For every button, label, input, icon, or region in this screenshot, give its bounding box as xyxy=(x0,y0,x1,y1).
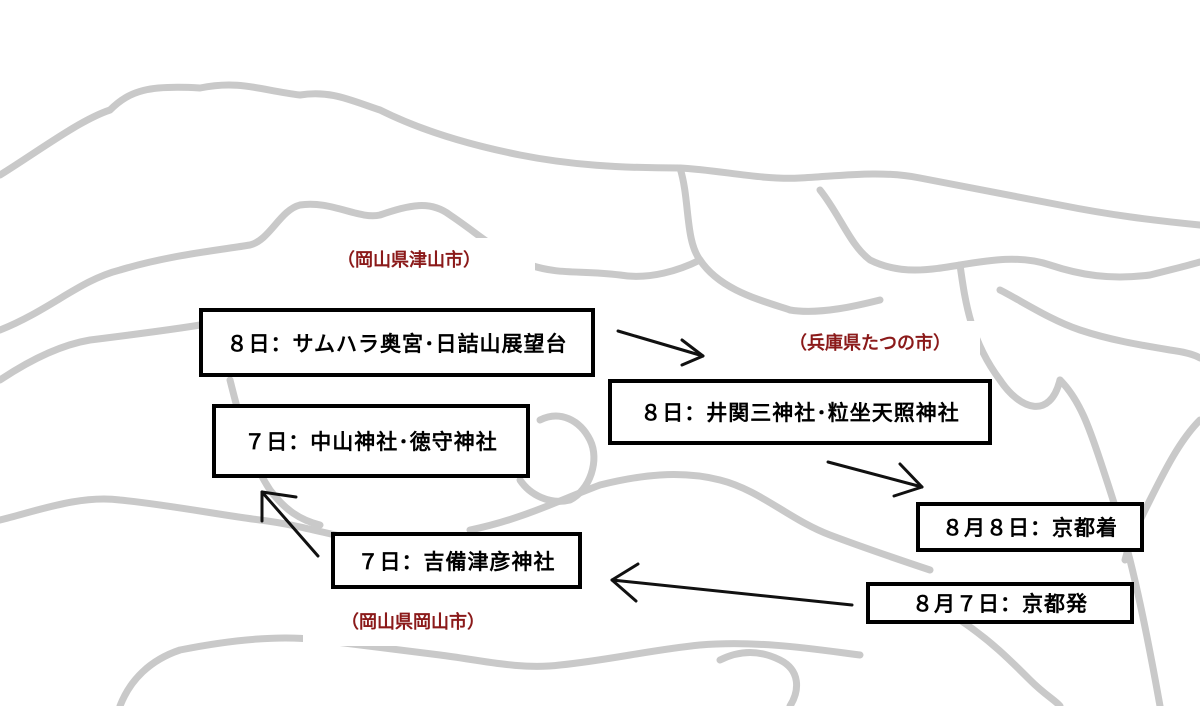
stop-label-iseki: ８日：井関三神社･粒坐天照神社 xyxy=(640,401,960,425)
stop-box-nakayama: ７日：中山神社･徳守神社 xyxy=(212,404,530,478)
stop-box-iseki: ８日：井関三神社･粒坐天照神社 xyxy=(608,379,992,445)
stop-label-kibitsu: ７日：吉備津彦神社 xyxy=(357,549,556,574)
stop-box-sumhara: ８日：サムハラ奥宮･日詰山展望台 xyxy=(199,308,595,377)
hyogo-inner-border xyxy=(956,261,1064,410)
stop-label-nakayama: ７日：中山神社･徳守神社 xyxy=(244,430,498,454)
arrow-sumhara-to-iseki xyxy=(616,329,705,367)
arrow-kibitsu-to-nakayama xyxy=(260,490,320,558)
south-east-outline xyxy=(956,616,1064,706)
region-label-tatsuno: （兵庫県たつの市） xyxy=(760,321,980,367)
northern-coast-outline xyxy=(0,81,1200,229)
region-label-okayama: （岡山県岡山市） xyxy=(303,600,523,646)
stop-label-kyoto-arrive: ８月８日：京都着 xyxy=(942,516,1118,540)
stop-box-kyoto-arrive: ８月８日：京都着 xyxy=(916,502,1144,552)
central-border-1 xyxy=(676,164,884,315)
east-border-1 xyxy=(996,286,1200,362)
okayama-south-border xyxy=(0,495,364,544)
island-outline xyxy=(716,649,801,706)
stop-box-kyoto-depart: ８月７日：京都発 xyxy=(866,582,1134,624)
stop-label-kyoto-depart: ８月７日：京都発 xyxy=(912,592,1088,616)
stop-box-kibitsu: ７日：吉備津彦神社 xyxy=(331,532,582,589)
shikoku-outline xyxy=(116,634,864,706)
tottori-border xyxy=(0,200,704,334)
region-label-tsuyama: （岡山県津山市） xyxy=(283,238,535,284)
west-border xyxy=(0,321,204,384)
central-border-2 xyxy=(816,186,1200,281)
stop-label-sumhara: ８日：サムハラ奥宮･日詰山展望台 xyxy=(226,331,568,356)
arrow-kyoto-depart-to-kibitsu xyxy=(610,562,854,607)
coastline-bay xyxy=(516,412,598,505)
arrow-iseki-to-kyoto-arrive xyxy=(826,460,924,498)
